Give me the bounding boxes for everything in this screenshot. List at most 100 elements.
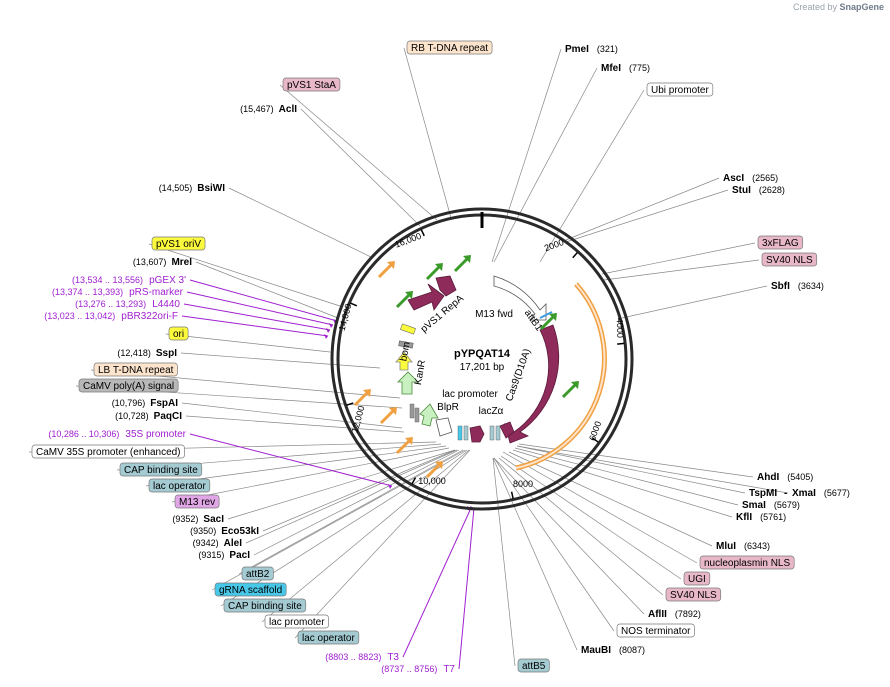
label-acli[interactable]: AclI(15,467) [240, 104, 297, 115]
label-asci[interactable]: AscI(2565) [723, 173, 778, 184]
label-nucleoplasmin-nls[interactable]: nucleoplasmin NLS [699, 555, 795, 570]
primer-name-t3: T3 [387, 652, 399, 663]
label-maubi[interactable]: MauBI(8087) [581, 645, 645, 656]
site-name-saci: SacI [203, 514, 224, 525]
label-box-3xflag [757, 235, 804, 250]
sv40-nls-arrow [499, 421, 515, 439]
label-text-cap-binding-site: CAP binding site [124, 465, 198, 476]
small-feature-arrowhead [463, 255, 471, 263]
leader-xmai [516, 445, 789, 494]
label-3xflag[interactable]: 3xFLAG [757, 235, 804, 250]
primer-position-pbr322ori-f: (13,023 .. 13,042) [44, 311, 115, 321]
site-name-bsiwi: BsiWI [197, 183, 225, 194]
oriv-box [400, 323, 416, 335]
feature-label-blpr: BlpR [437, 402, 459, 413]
label-kfli[interactable]: KflI(5761) [736, 512, 786, 523]
leader-fspai [181, 402, 403, 429]
label-text-nucleoplasmin-nls: nucleoplasmin NLS [704, 558, 790, 569]
label-tspmi[interactable]: TspMI [749, 488, 777, 499]
leader-smai [514, 447, 739, 506]
feature-label-m13-fwd: M13 fwd [475, 309, 513, 320]
primer-arrowhead [326, 328, 330, 333]
primer-position-pgex-3: (13,534 .. 13,556) [72, 275, 143, 285]
label-sbfi[interactable]: SbfI(3634) [771, 281, 824, 292]
label-mrei[interactable]: MreI(13,607) [133, 257, 192, 268]
site-position-fspai: (10,796) [112, 398, 146, 408]
small-feature-arrowhead [435, 263, 443, 271]
label-attb2[interactable]: attB2 [241, 566, 274, 581]
label-lac-operator[interactable]: lac operator [148, 478, 211, 493]
label-lb-t-dna-repeat[interactable]: LB T-DNA repeat [93, 362, 178, 377]
label-pvs1-oriv[interactable]: pVS1 oriV [151, 236, 206, 251]
label-pgex-3[interactable]: pGEX 3'(13,534 .. 13,556) [72, 275, 186, 286]
label-m13-rev[interactable]: M13 rev [174, 494, 220, 509]
ruler-tick [346, 402, 354, 406]
label-attb5[interactable]: attB5 [517, 658, 550, 673]
site-position-sbfi: (3634) [798, 281, 824, 291]
label-prs-marker[interactable]: pRS-marker(13,374 .. 13,393) [52, 287, 184, 298]
ruler-tick [617, 342, 625, 345]
leader-kfli [512, 449, 733, 518]
label-xmai[interactable]: XmaI-(5677) [784, 488, 850, 499]
label-l4440[interactable]: L4440(13,276 .. 13,293) [75, 299, 180, 310]
site-position-mfei: (775) [629, 63, 650, 73]
leader-t3 [402, 507, 472, 658]
primer-name-t7: T7 [443, 664, 455, 675]
label-saci[interactable]: SacI(9352) [172, 514, 224, 525]
label-stui[interactable]: StuI(2628) [732, 185, 785, 196]
label-pmei[interactable]: PmeI(321) [565, 44, 618, 55]
label-smai[interactable]: SmaI(5679) [742, 500, 800, 511]
label-text-lac-operator: lac operator [302, 633, 355, 644]
leader-t7 [458, 507, 475, 670]
label-alei[interactable]: AleI(9342) [193, 538, 243, 549]
label-paci[interactable]: PacI(9315) [198, 550, 250, 561]
ruler-tick [350, 302, 358, 307]
label-cap-binding-site[interactable]: CAP binding site [223, 598, 307, 613]
primer-name-pbr322ori-f: pBR322ori-F [121, 311, 178, 322]
feature-arrows [353, 255, 607, 479]
label-nos-terminator[interactable]: NOS terminator [616, 623, 695, 638]
label-fspai[interactable]: FspAI(10,796) [112, 398, 179, 409]
label-text-grna-scaffold: gRNA scaffold [219, 585, 282, 596]
label-cap-binding-site[interactable]: CAP binding site [119, 462, 203, 477]
label-ugi[interactable]: UGI [683, 571, 711, 586]
label-camv-poly-a-signal[interactable]: CaMV poly(A) signal [78, 378, 179, 393]
label-box-pvs1-staa [282, 77, 341, 92]
label-pbr322ori-f[interactable]: pBR322ori-F (13,023 .. 13,042) [44, 311, 178, 322]
ruler-tick [592, 437, 599, 443]
leader-prs-marker [186, 291, 334, 326]
label-paqci[interactable]: PaqCI(10,728) [115, 411, 182, 422]
label-aflii[interactable]: AflII(7892) [648, 609, 701, 620]
label-bsiwi[interactable]: BsiWI(14,505) [159, 183, 226, 194]
label-mlui[interactable]: MluI(6343) [716, 541, 770, 552]
label-lac-operator[interactable]: lac operator [297, 630, 360, 645]
primer-name-prs-marker: pRS-marker [129, 287, 184, 298]
pvs1-repa-arrow-2 [435, 275, 457, 297]
label-eco53ki[interactable]: Eco53kI(9350) [190, 526, 259, 537]
label-text-nos-terminator: NOS terminator [621, 626, 691, 637]
site-name-mlui: MluI [716, 541, 736, 552]
label-ori[interactable]: ori [168, 326, 189, 341]
ruler-tick [411, 477, 417, 485]
label-camv-35s-promoter-enhanced[interactable]: CaMV 35S promoter (enhanced) [31, 444, 185, 459]
label-rb-t-dna-repeat[interactable]: RB T-DNA repeat [406, 40, 493, 55]
label-pvs1-staa[interactable]: pVS1 StaA [282, 77, 341, 92]
leader-maubi [492, 457, 578, 651]
label-sv40-nls[interactable]: SV40 NLS [761, 252, 818, 267]
label-box-ugi [683, 571, 711, 586]
label-t3[interactable]: T3(8803 .. 8823) [325, 652, 399, 663]
ruler-tick-label: 10,000 [418, 476, 446, 486]
feature-label-kanr: KanR [413, 359, 428, 386]
label-sv40-nls[interactable]: SV40 NLS [665, 587, 722, 602]
label-grna-scaffold[interactable]: gRNA scaffold [214, 582, 287, 597]
label-sspi[interactable]: SspI(12,418) [117, 348, 177, 359]
label-text-lac-operator: lac operator [153, 481, 206, 492]
plasmid-name: pYPQAT14 [454, 348, 511, 360]
label-t7[interactable]: T7(8737 .. 8756) [381, 664, 455, 675]
label-lac-promoter[interactable]: lac promoter [264, 614, 329, 629]
label-ahdi[interactable]: AhdI(5405) [757, 472, 813, 483]
label-mfei[interactable]: MfeI(775) [601, 63, 650, 74]
ruler-tick-label: 2000 [543, 237, 565, 253]
label-ubi-promoter[interactable]: Ubi promoter [646, 82, 714, 97]
label-35s-promoter[interactable]: 35S promoter(10,286 .. 10,306) [48, 429, 186, 440]
